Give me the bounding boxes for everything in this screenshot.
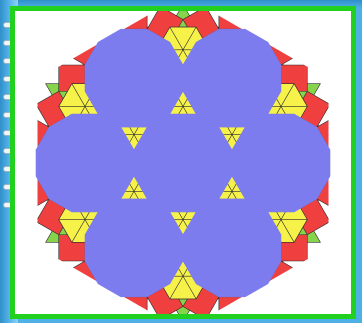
square-tile	[15, 150, 36, 176]
green-frame	[10, 6, 356, 319]
dodecagon-tile	[85, 29, 183, 127]
tiling-lattice	[15, 11, 351, 314]
square-tile	[330, 150, 351, 176]
square-tile	[219, 11, 245, 29]
dodecagon-tile	[36, 114, 134, 212]
square-tile	[121, 297, 147, 314]
dodecagon-tile	[85, 199, 183, 297]
dodecagon-tile	[183, 29, 281, 127]
square-tile	[219, 297, 245, 314]
tessellation-figure	[15, 11, 351, 314]
dodecagon-tile	[134, 114, 232, 212]
dodecagon-tile	[232, 114, 330, 212]
dodecagon-tile	[183, 199, 281, 297]
square-tile	[121, 11, 147, 29]
